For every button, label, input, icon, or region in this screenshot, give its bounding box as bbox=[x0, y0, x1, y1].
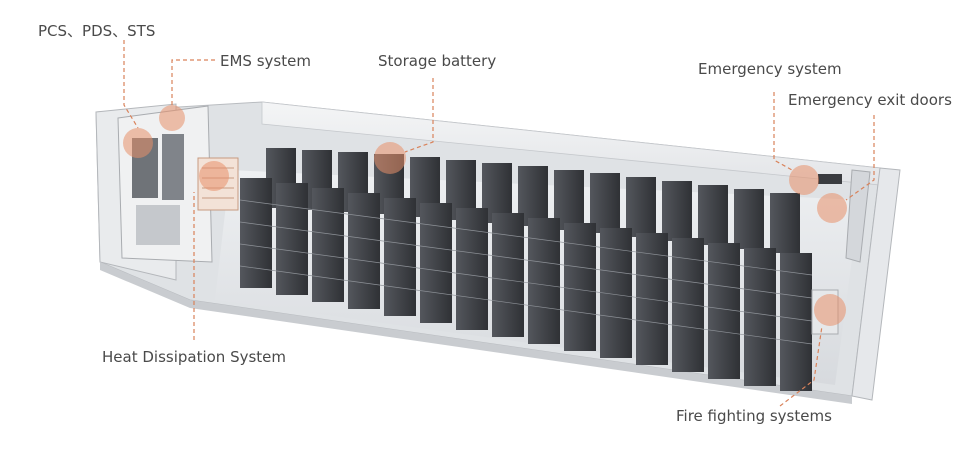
leader-fire bbox=[779, 325, 823, 407]
leader-pcs bbox=[123, 40, 139, 129]
hotspot-exit-doors bbox=[817, 193, 847, 223]
leader-exit-doors bbox=[845, 115, 875, 201]
emergency-exit-door bbox=[845, 169, 871, 263]
label-emergency-system: Emergency system bbox=[698, 60, 842, 78]
leader-emergency bbox=[773, 92, 793, 171]
hotspot-pcs bbox=[123, 128, 153, 158]
hotspot-fire bbox=[814, 294, 846, 326]
label-fire-fighting-systems: Fire fighting systems bbox=[676, 407, 832, 425]
hotspot-storage bbox=[374, 142, 406, 174]
label-emergency-exit-doors: Emergency exit doors bbox=[788, 91, 952, 109]
label-heat-dissipation-system: Heat Dissipation System bbox=[102, 348, 287, 366]
leader-storage bbox=[404, 78, 434, 153]
leader-ems bbox=[171, 59, 215, 105]
emergency-system-box bbox=[818, 174, 842, 184]
hotspot-heat bbox=[199, 161, 229, 191]
label-storage-battery: Storage battery bbox=[378, 52, 497, 70]
label-pcs-pds-sts: PCS、PDS、STS bbox=[38, 22, 156, 40]
hotspot-ems bbox=[159, 105, 185, 131]
battery-module-lines bbox=[239, 199, 813, 345]
battery-racks-front-row bbox=[240, 178, 812, 391]
label-ems-system: EMS system bbox=[220, 52, 311, 70]
battery-racks-back-row bbox=[266, 148, 800, 253]
hotspot-emergency bbox=[789, 165, 819, 195]
